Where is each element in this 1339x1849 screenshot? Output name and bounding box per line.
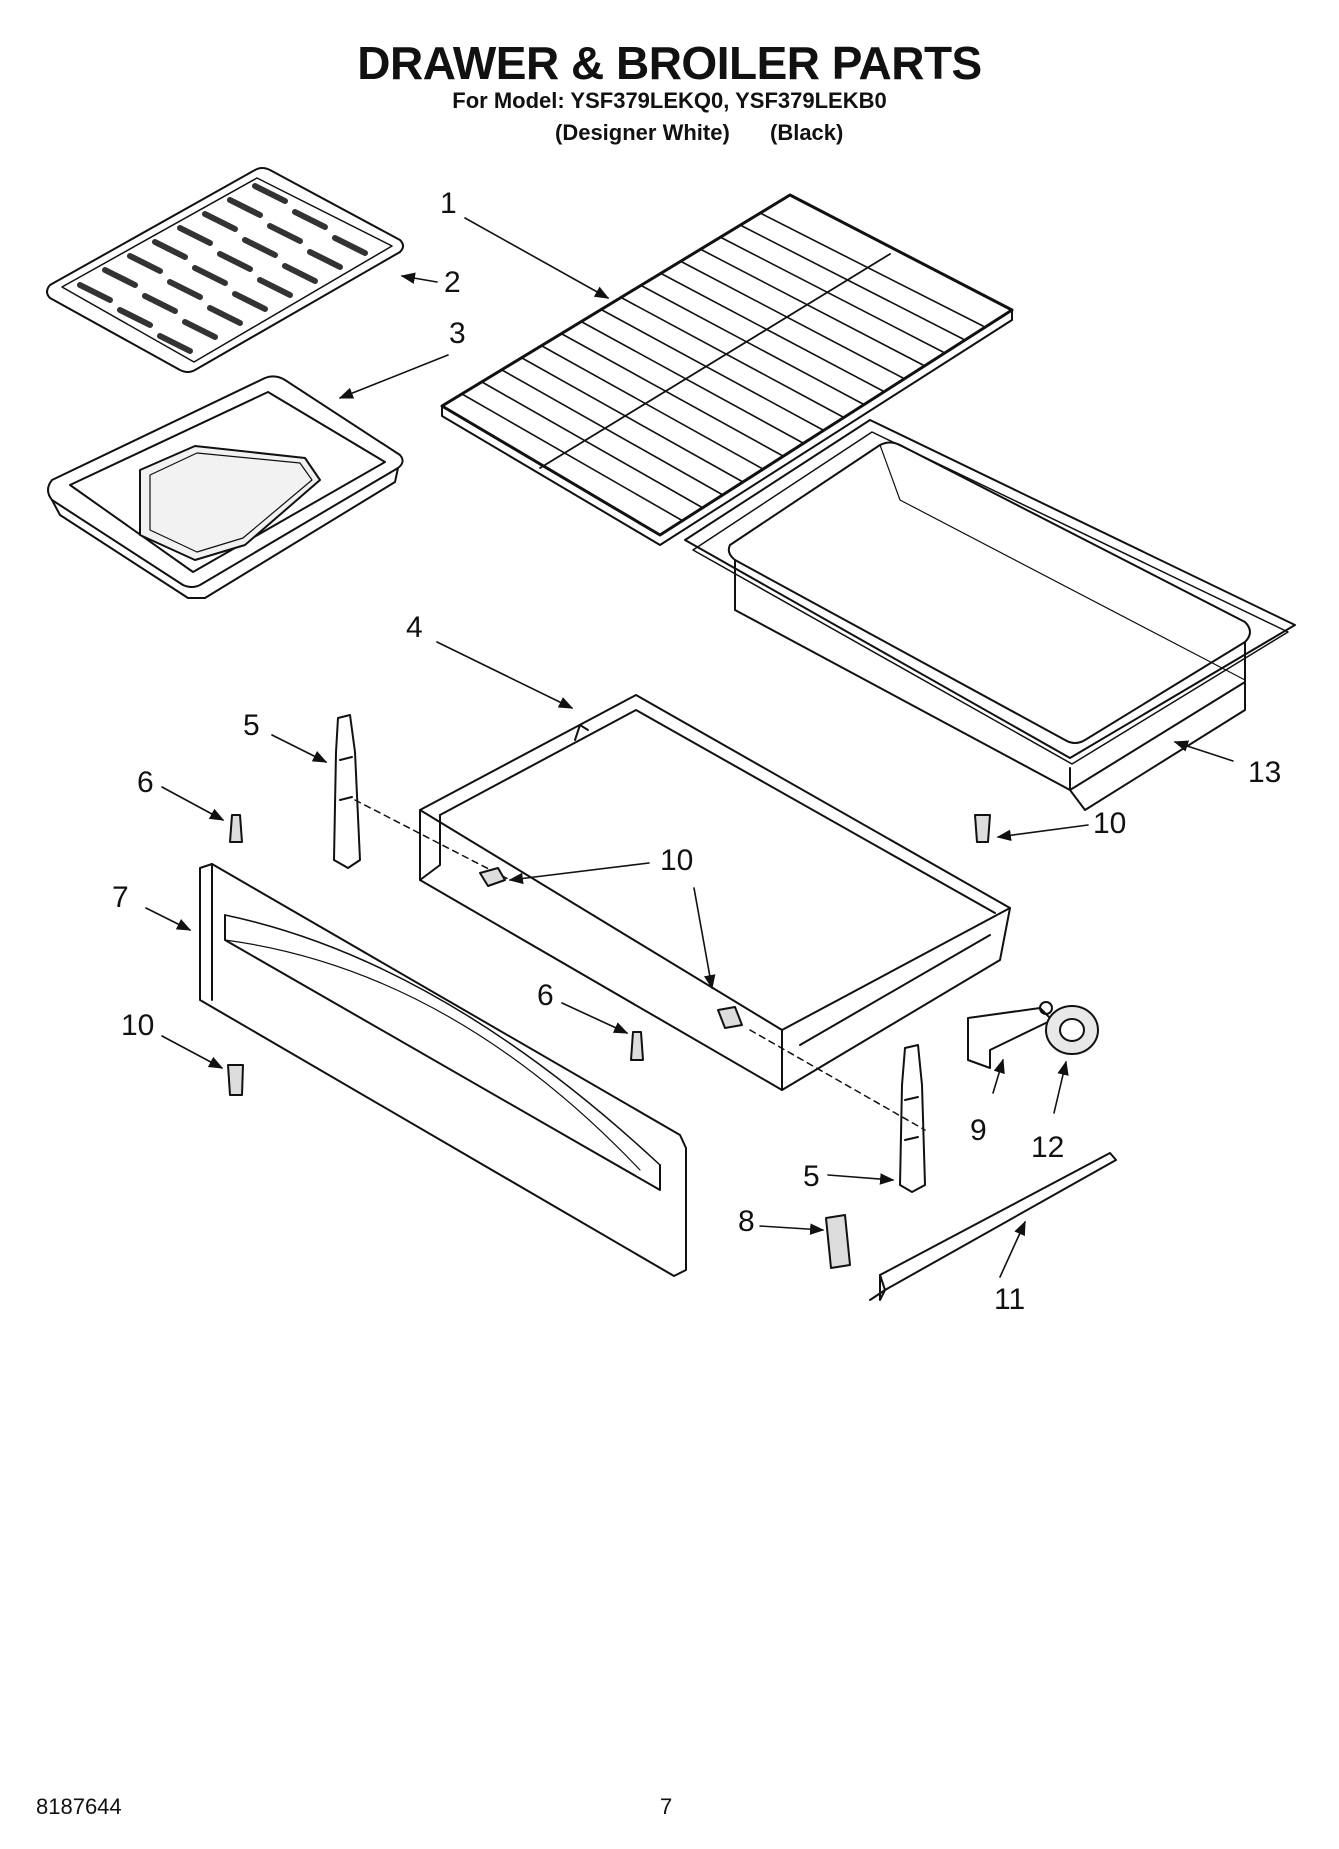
broiler-pan-icon [47,375,404,599]
callout-8: 8 [738,1205,755,1238]
page-number: 7 [660,1794,673,1819]
roller-icon [1045,1005,1099,1055]
page-title: DRAWER & BROILER PARTS [357,37,982,89]
callout-4: 4 [406,611,423,644]
drawer-liner-icon [684,419,1296,811]
broiler-pan-grid-icon [46,167,404,373]
callout-10c: 10 [121,1009,154,1042]
callout-6b: 6 [537,979,554,1012]
model-line: For Model: YSF379LEKQ0, YSF379LEKB0 [452,88,887,113]
callout-1: 1 [440,187,457,220]
roller-bracket-icon [967,1001,1053,1069]
screw-icon [227,814,991,1096]
callout-12: 12 [1031,1131,1064,1164]
document-number: 8187644 [36,1794,122,1819]
callout-leaders [145,217,1234,1278]
callout-13: 13 [1248,756,1281,789]
drawer-slide-bracket-icon [354,799,926,1131]
callout-2: 2 [444,266,461,299]
callout-3: 3 [449,317,466,350]
callout-5b: 5 [803,1160,820,1193]
drawer-panel-icon [199,863,687,1277]
variant-black: (Black) [770,120,844,145]
bracket-icon [825,1214,851,1269]
callout-10a: 10 [1093,807,1126,840]
callout-5a: 5 [243,709,260,742]
stud-icon [229,814,644,1061]
callout-10b: 10 [660,844,693,877]
callout-11: 11 [994,1283,1025,1316]
callout-labels: 1 2 3 4 5 6 7 8 9 10 10 10 11 12 13 6 5 [112,187,1281,1316]
callout-9: 9 [970,1114,987,1147]
drawer-slide-bracket-icon [333,714,926,1193]
drawer-rail-icon [869,1152,1117,1301]
callout-6a: 6 [137,766,154,799]
drawer-icon [419,694,1011,1091]
broiler-grid-icon [440,193,1014,546]
callout-7: 7 [112,881,129,914]
variant-designer-white: (Designer White) [555,120,730,145]
